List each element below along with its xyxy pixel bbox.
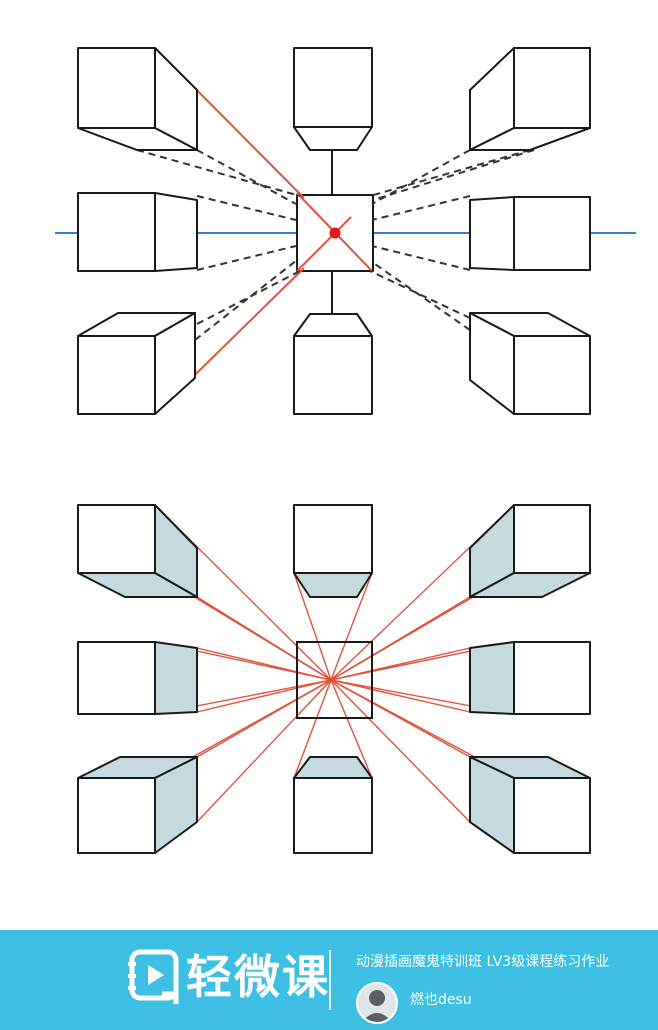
perspective-ray (330, 679, 471, 758)
cube-side-face-shaded (469, 756, 515, 854)
cube-bottom-face (77, 127, 198, 151)
perspective-ray (330, 596, 471, 681)
dashed-convergence-line (194, 259, 298, 341)
perspective-ray (330, 572, 373, 681)
user-name[interactable]: 燃也desu (410, 992, 472, 1008)
perspective-ray (330, 679, 471, 823)
cube-side-face (154, 192, 198, 272)
cube-front-face (293, 777, 373, 854)
cube-front-face (293, 504, 373, 574)
cube-side-face-shaded (154, 641, 198, 715)
footer-banner: 轻微课 动漫插画魔鬼特训班 LV3级课程练习作业 燃也desu (0, 930, 658, 1030)
play-icon (128, 949, 179, 1004)
perspective-ray (330, 679, 373, 779)
footer-divider (329, 950, 331, 1010)
dashed-convergence-line (371, 195, 471, 221)
cube-top-face (293, 313, 373, 337)
cube-bottom-face (293, 126, 373, 151)
dashed-convergence-line (196, 149, 297, 205)
cube-side-face (154, 312, 196, 415)
dashed-convergence-line (369, 149, 531, 197)
top-perspective-panel (55, 47, 636, 415)
perspective-ray (196, 596, 332, 681)
brand-logo-text: 轻微课 (186, 950, 330, 1004)
cube-side-face-shaded (154, 756, 198, 854)
cube-front-face (77, 192, 156, 272)
center-square (296, 641, 373, 719)
perspective-ray (330, 647, 471, 681)
dashed-convergence-line (371, 149, 471, 205)
dashed-convergence-line (371, 245, 471, 271)
cube-bottom-face-shaded (469, 572, 591, 598)
cube-front-face (513, 47, 591, 129)
perspective-ray (196, 679, 332, 713)
cube-front-face (513, 504, 591, 574)
vanishing-point (329, 227, 341, 239)
cube-bottom-face-shaded (293, 572, 373, 598)
cube-side-face-shaded (469, 641, 515, 715)
perspective-ray (293, 679, 332, 779)
cube-front-face (77, 504, 156, 574)
dashed-convergence-line (196, 270, 301, 325)
dashed-convergence-line (372, 149, 535, 201)
dashed-convergence-line (369, 270, 471, 319)
course-title: 动漫插画魔鬼特训班 LV3级课程练习作业 (356, 954, 610, 970)
cube-side-face (469, 312, 515, 415)
perspective-ray (293, 572, 332, 681)
perspective-ray (196, 647, 332, 681)
cube-side-face (469, 196, 515, 271)
dashed-convergence-line (196, 195, 297, 221)
cube-front-face (513, 196, 591, 271)
cube-top-face-shaded (293, 756, 373, 779)
dashed-convergence-line (371, 261, 471, 331)
cube-front-face (77, 47, 156, 129)
bottom-perspective-panel (77, 504, 591, 854)
cube-front-face (77, 641, 156, 715)
cube-front-face (513, 335, 591, 415)
cube-front-face (77, 777, 156, 854)
cube-front-face (513, 641, 591, 715)
cube-front-face (77, 335, 156, 415)
user-avatar-icon[interactable] (356, 982, 398, 1024)
perspective-ray (330, 679, 471, 713)
diagonal-line (296, 216, 352, 272)
cube-bottom-face (469, 127, 591, 151)
cube-front-face (293, 335, 373, 415)
cube-front-face (293, 47, 373, 128)
cube-front-face (513, 777, 591, 854)
cube-bottom-face-shaded (77, 572, 198, 598)
dashed-convergence-line (196, 245, 297, 271)
dashed-convergence-line (136, 149, 301, 197)
perspective-diagram (55, 47, 636, 854)
perspective-ray (196, 679, 332, 823)
perspective-ray (196, 679, 332, 758)
